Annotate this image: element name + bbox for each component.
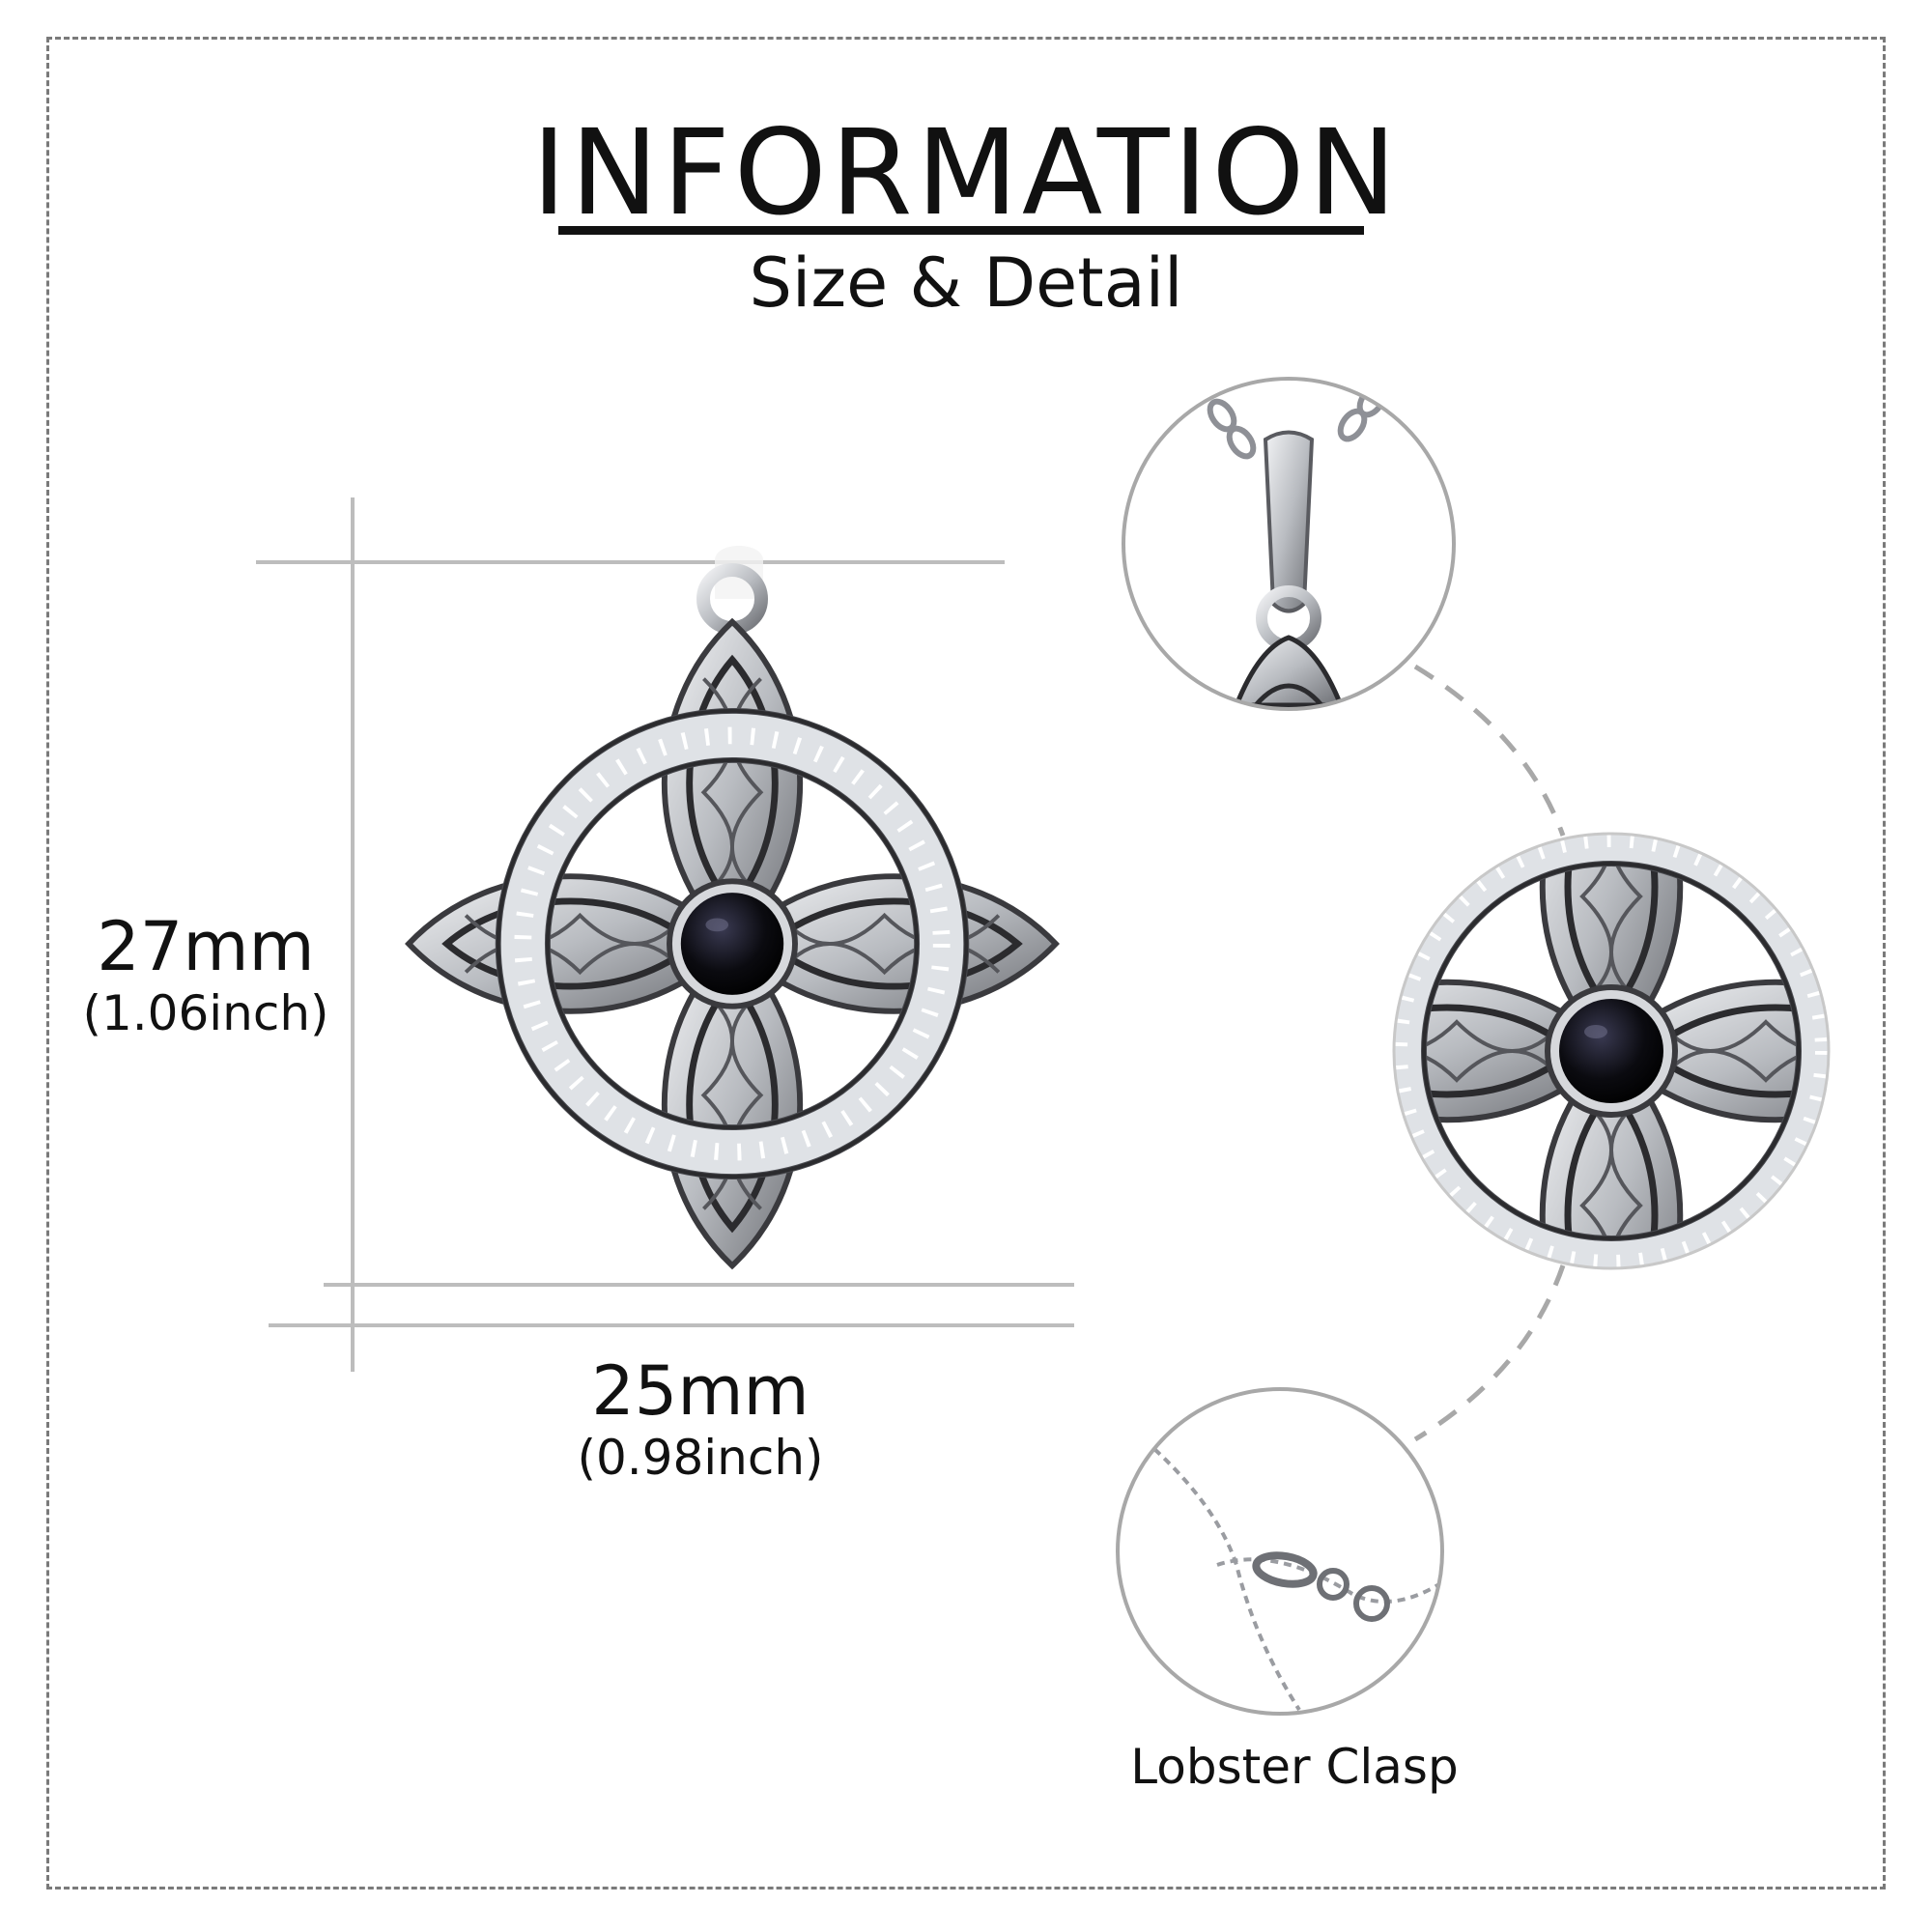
clasp-detail-circle (1116, 1387, 1444, 1716)
center-detail-circle (1392, 832, 1831, 1270)
width-mm: 25mm (591, 1351, 810, 1431)
width-dimension: 25mm (0.98inch) (551, 1352, 850, 1486)
height-dimension: 27mm (1.06inch) (75, 908, 336, 1041)
pendant-main-image (409, 546, 1056, 1265)
title-underline (558, 226, 1364, 235)
bail-detail-circle (1122, 377, 1456, 711)
height-inch: (1.06inch) (82, 984, 329, 1041)
width-inch: (0.98inch) (577, 1429, 824, 1486)
height-mm: 27mm (97, 907, 315, 986)
dashed-frame (46, 37, 1886, 1889)
clasp-caption: Lobster Clasp (1130, 1739, 1459, 1795)
page-title: INFORMATION (531, 104, 1401, 242)
page-subtitle: Size & Detail (749, 243, 1183, 323)
